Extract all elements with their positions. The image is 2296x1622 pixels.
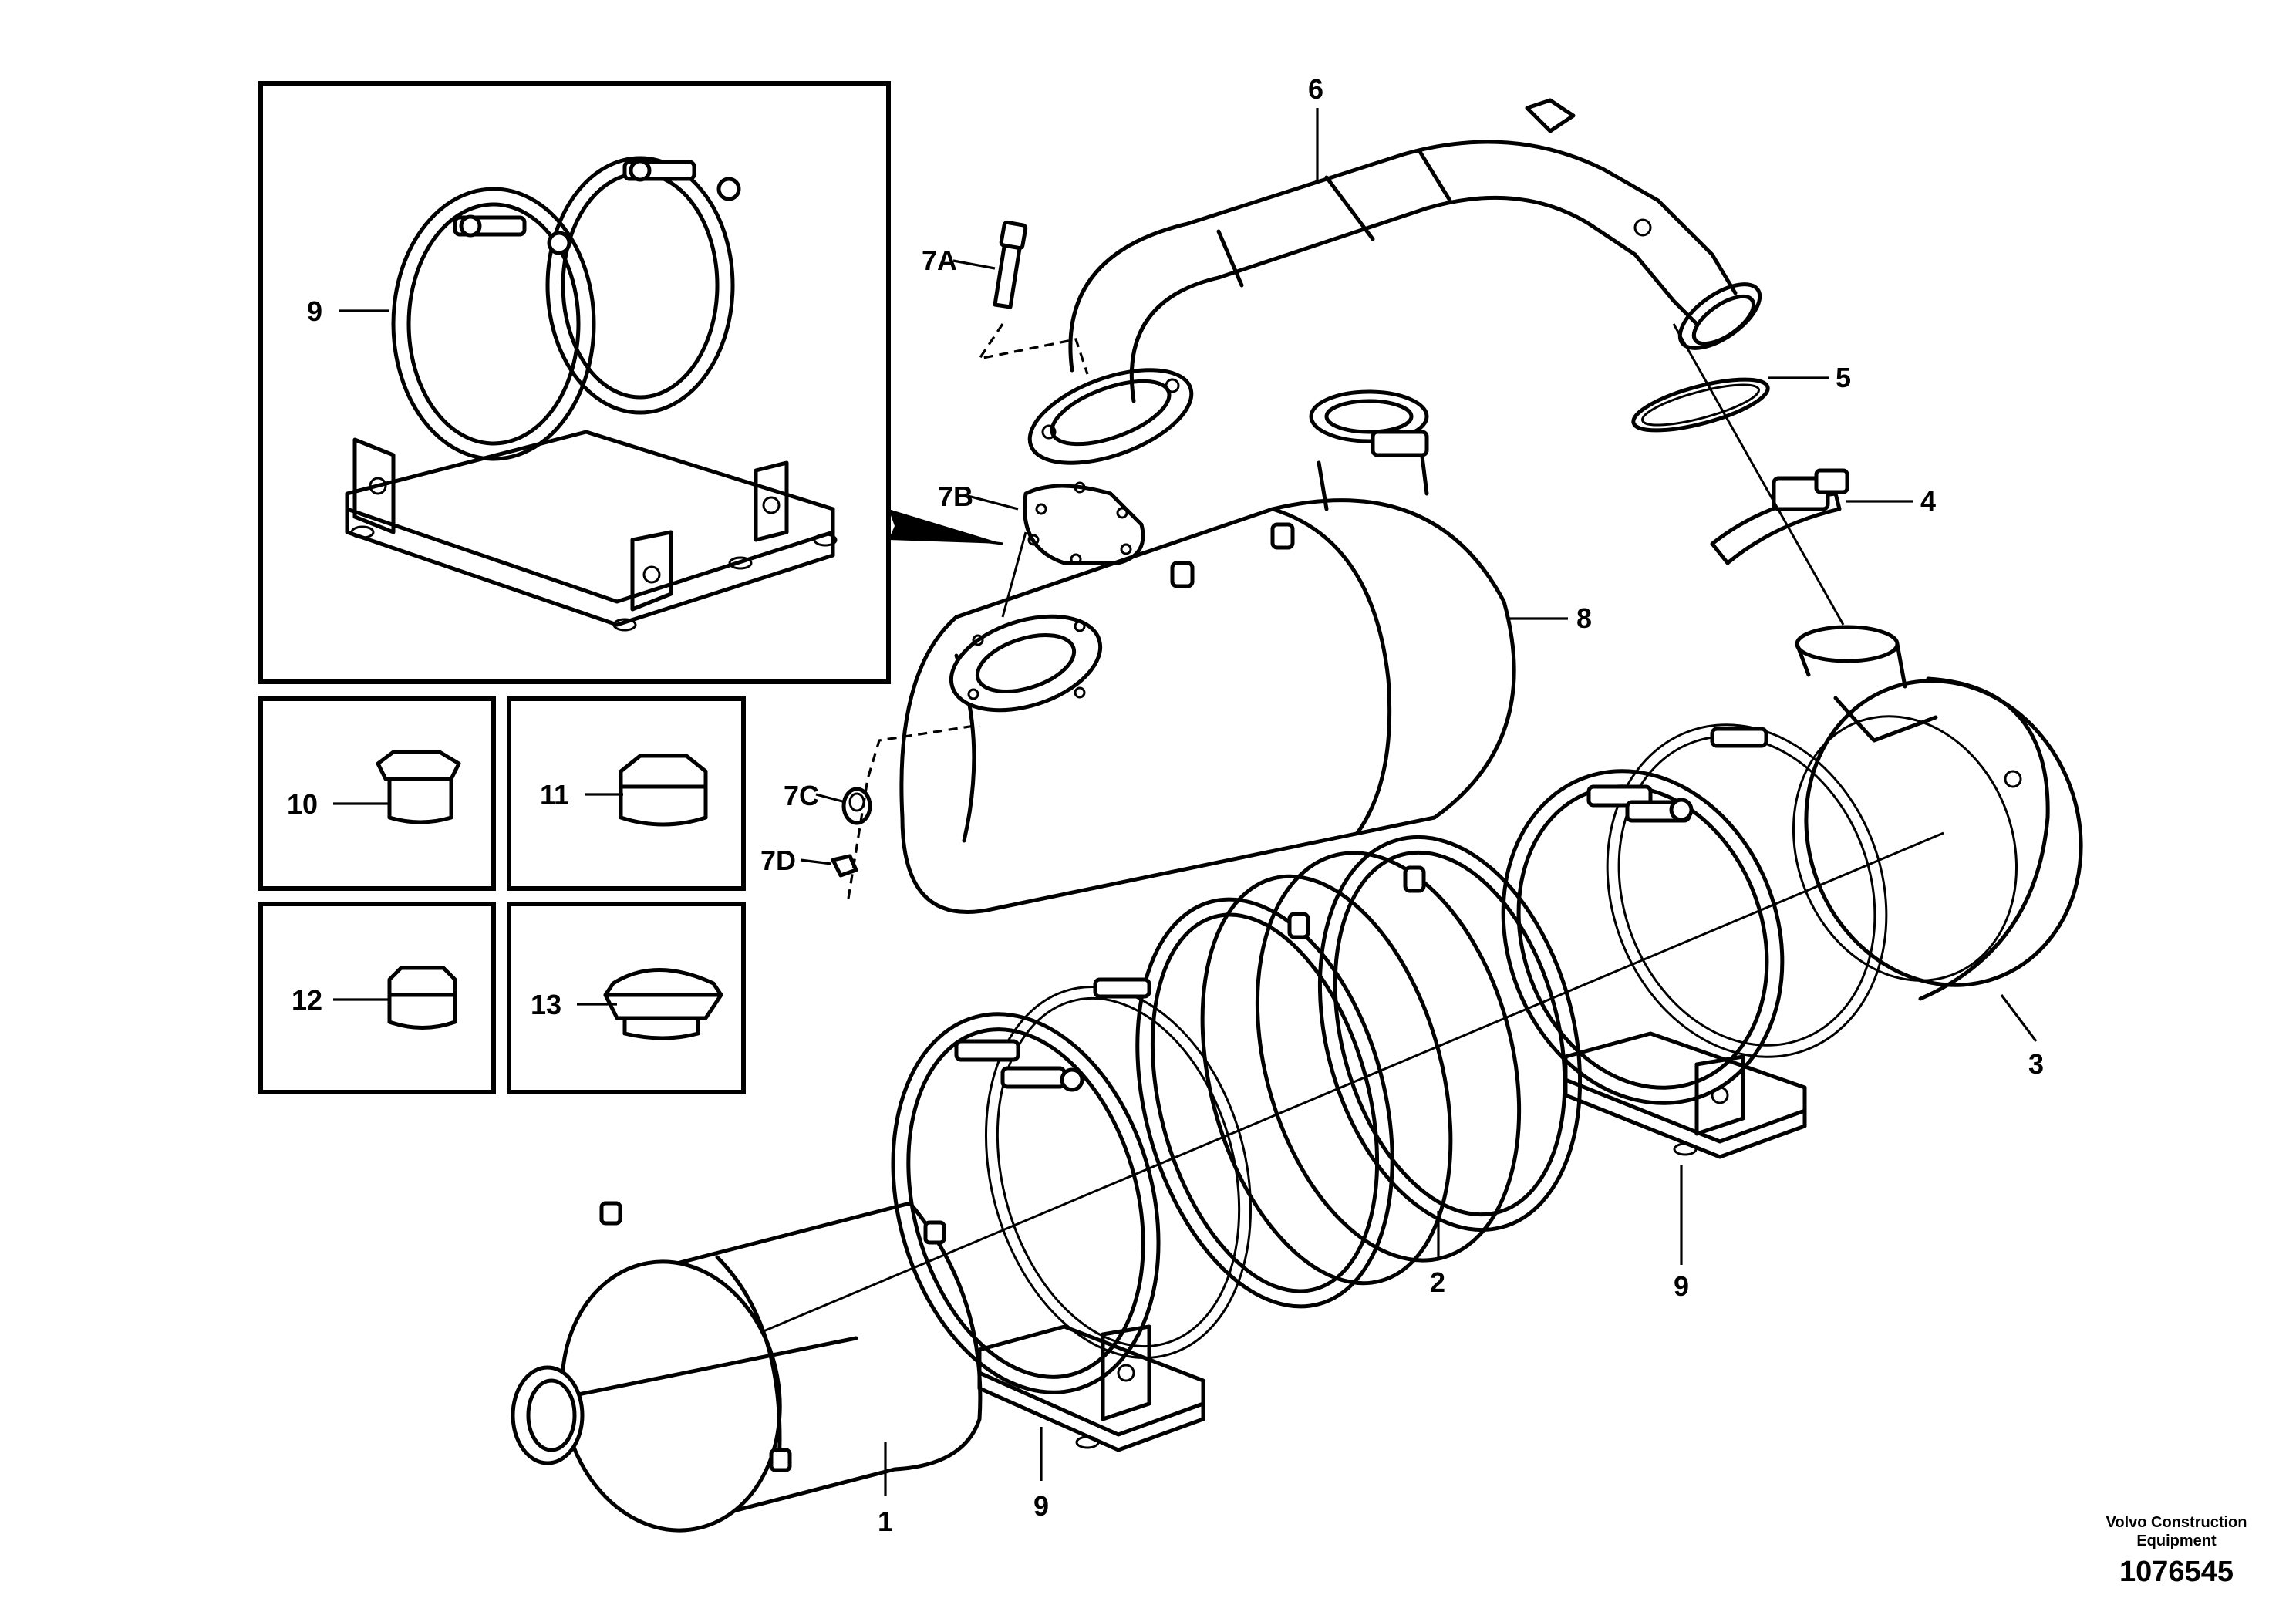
part-7a-bolt (976, 220, 1089, 375)
part-5-seal-ring (1631, 377, 1770, 433)
callout-7b: 7B (938, 481, 973, 512)
callout-3: 3 (2028, 1048, 2044, 1080)
part-2-filter-section (1135, 835, 1583, 1309)
callout-4: 4 (1920, 485, 1936, 517)
callout-7a: 7A (922, 244, 957, 276)
callout-9-right: 9 (1674, 1270, 1689, 1302)
part-4-v-clamp (1710, 468, 1849, 565)
part-8-muffler (899, 389, 1516, 914)
part-1-doc-section (511, 1201, 983, 1533)
plug-box-10: 10 (258, 696, 496, 891)
callout-10: 10 (287, 788, 318, 820)
callout-9-inset: 9 (307, 295, 322, 327)
left-clamp-set (891, 977, 1253, 1452)
inset-bracket-drawing (345, 156, 838, 632)
callout-11: 11 (540, 779, 569, 811)
plug-box-11: 11 (507, 696, 746, 891)
callout-7d: 7D (760, 845, 796, 876)
inset-pointer-arrow (888, 509, 1003, 544)
right-clamp-set (1501, 723, 1888, 1159)
publisher-name-line2: Equipment (2136, 1533, 2217, 1549)
callout-13: 13 (531, 989, 561, 1020)
part-6-exhaust-pipe (1027, 98, 1762, 465)
plug-box-12: 12 (258, 902, 496, 1094)
callout-2: 2 (1430, 1266, 1445, 1298)
part-3-inlet-section (1792, 625, 2083, 1001)
callout-12: 12 (292, 984, 322, 1016)
callout-6: 6 (1308, 73, 1323, 105)
plug-box-13: 13 (507, 902, 746, 1094)
inset-bracket-box: 9 (258, 81, 1003, 684)
part-7b-gasket (1023, 481, 1145, 565)
publisher-name-line1: Volvo Construction (2106, 1514, 2247, 1531)
drawing-number: 1076545 (2119, 1556, 2234, 1588)
callout-7c: 7C (784, 780, 819, 811)
publisher-footer: Volvo Construction Equipment 1076545 (2106, 1514, 2247, 1588)
callout-1: 1 (878, 1506, 893, 1537)
part-7c-7d (831, 723, 980, 899)
callout-8: 8 (1576, 602, 1592, 634)
callout-9-center: 9 (1033, 1490, 1049, 1522)
callout-5: 5 (1836, 362, 1851, 393)
